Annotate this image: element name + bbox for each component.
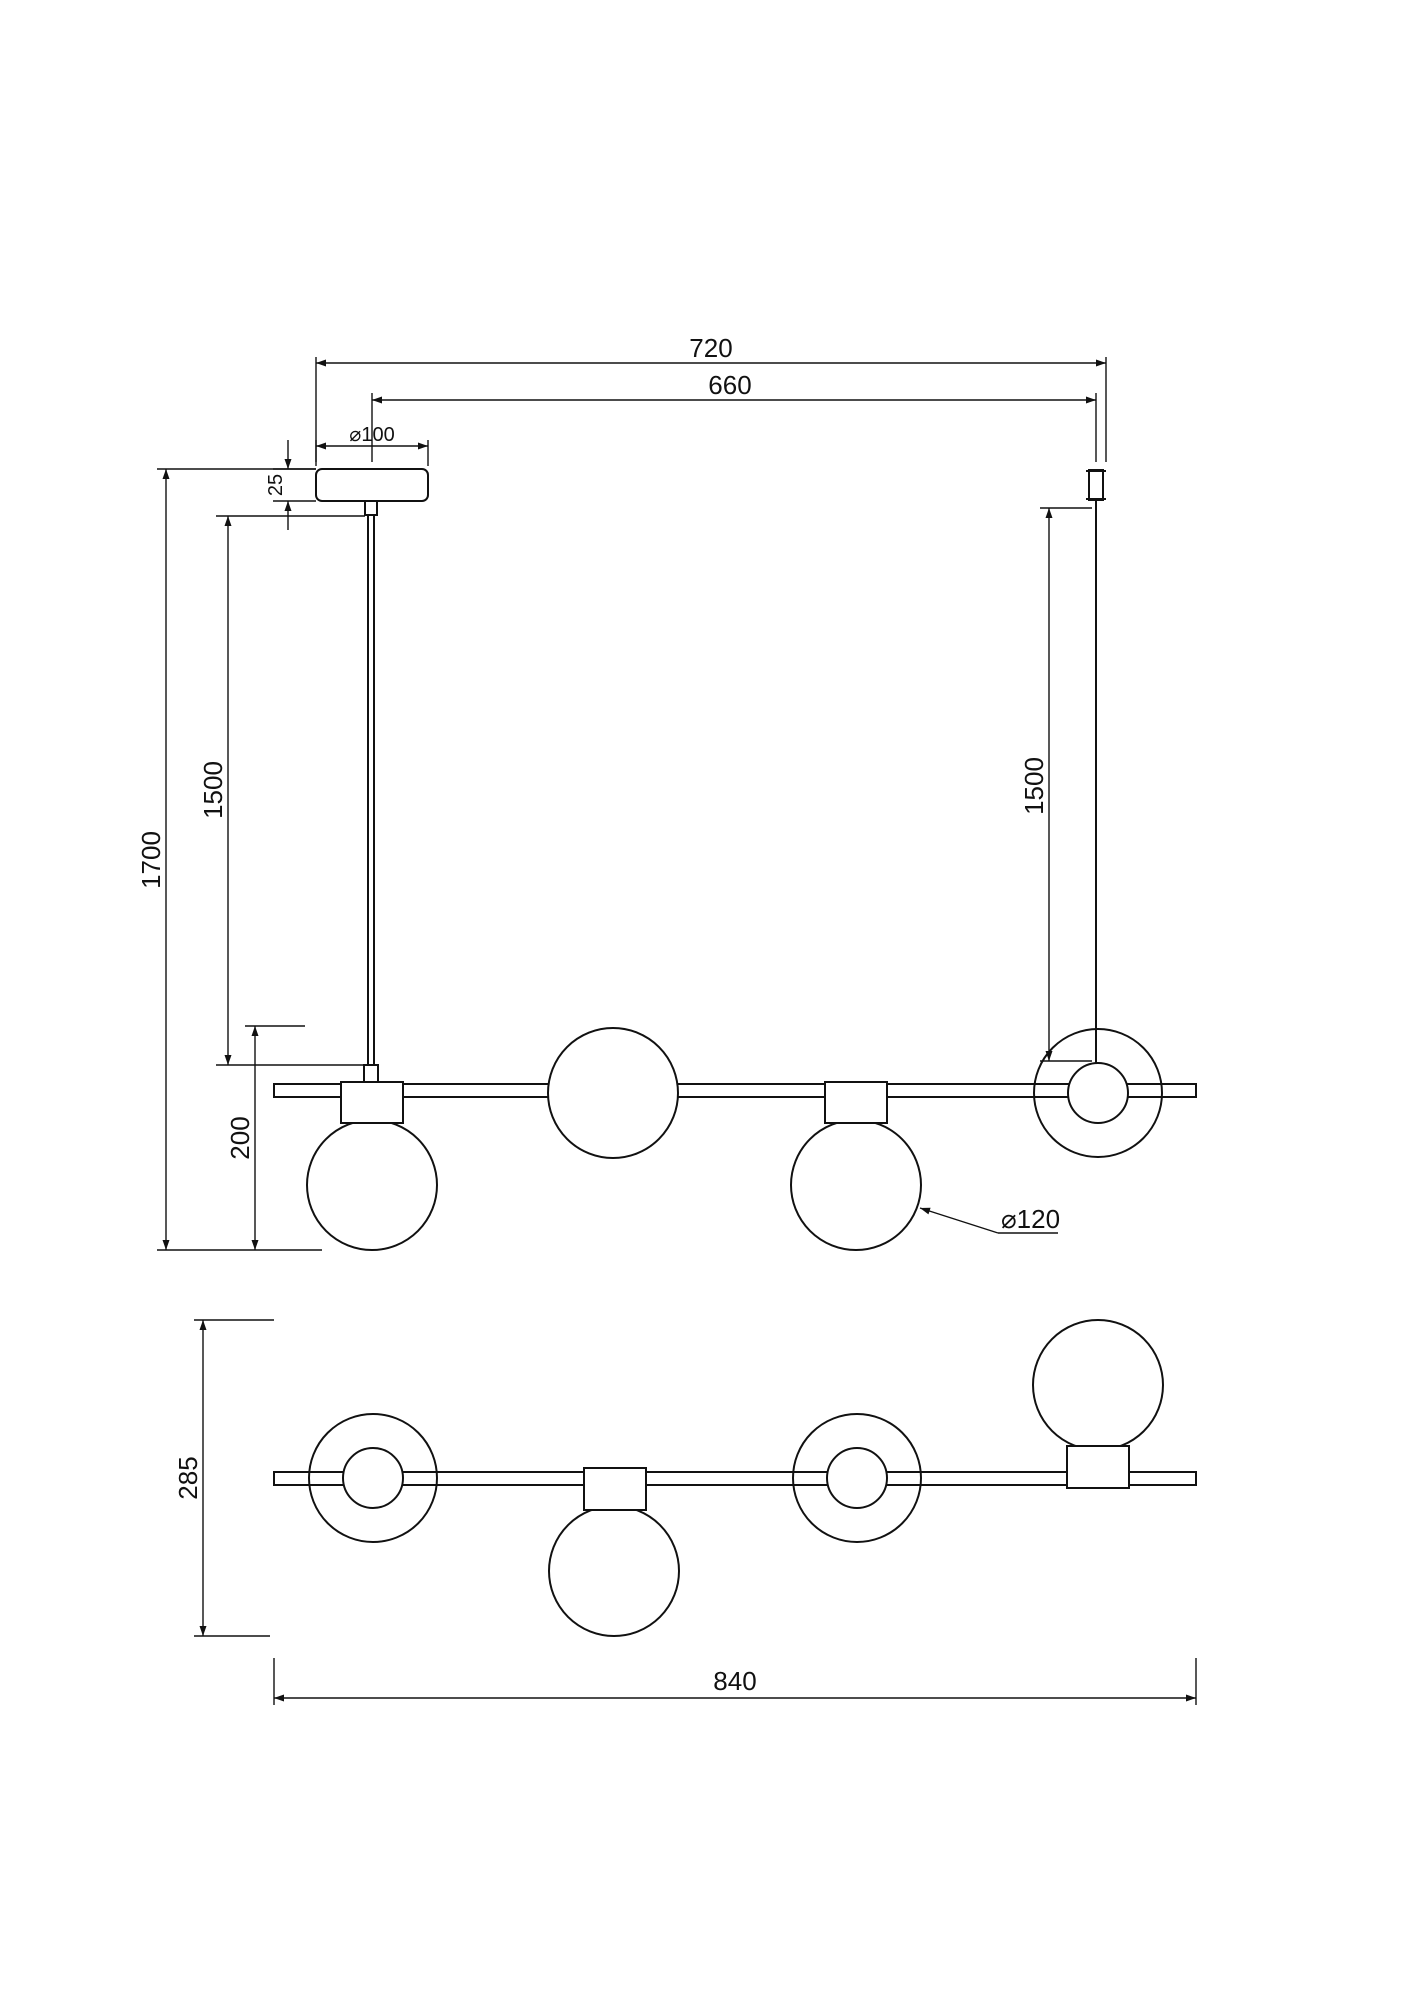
top-globe-4 <box>1032 1319 1164 1451</box>
globe-far-right-outer <box>1033 1028 1163 1158</box>
dim-720: 720 <box>689 333 732 363</box>
top-globe-3-outer <box>792 1413 922 1543</box>
globe-left <box>306 1119 438 1251</box>
globe-center <box>547 1027 679 1159</box>
top-view <box>273 1319 1197 1637</box>
top-horizontal-bar <box>273 1471 1197 1486</box>
top-globe-2 <box>548 1505 680 1637</box>
top-globe-4-holder <box>1066 1445 1130 1489</box>
canopy-connector <box>364 500 378 516</box>
dim-660: 660 <box>708 370 751 400</box>
top-globe-2-holder <box>583 1467 647 1511</box>
top-globe-1-outer <box>308 1413 438 1543</box>
dim-840: 840 <box>713 1666 756 1696</box>
horizontal-bar <box>273 1083 1197 1098</box>
front-view <box>273 468 1197 1251</box>
dim-canopy-diameter: ⌀100 <box>349 424 394 446</box>
dim-200: 200 <box>225 1116 255 1159</box>
rod-coupler <box>363 1064 379 1084</box>
top-dimensions: 285 840 <box>173 1319 1197 1705</box>
dim-1700: 1700 <box>136 831 166 889</box>
front-dimensions: 720 660 ⌀100 25 1700 1500 1500 <box>136 333 1107 1251</box>
globe-far-right-holder <box>1067 1062 1129 1124</box>
dim-1500-left: 1500 <box>198 761 228 819</box>
top-globe-3-holder <box>826 1447 888 1509</box>
globe-right <box>790 1119 922 1251</box>
dim-globe-diameter: ⌀120 <box>1001 1204 1060 1234</box>
ceiling-canopy <box>315 468 429 502</box>
globe-holder-left <box>340 1081 404 1124</box>
globe-holder-right <box>824 1081 888 1124</box>
top-globe-1-holder <box>342 1447 404 1509</box>
dim-canopy-height: 25 <box>265 474 287 496</box>
dim-1500-right: 1500 <box>1019 757 1049 815</box>
wire-hanger-top <box>1088 469 1104 501</box>
dim-285: 285 <box>173 1456 203 1499</box>
